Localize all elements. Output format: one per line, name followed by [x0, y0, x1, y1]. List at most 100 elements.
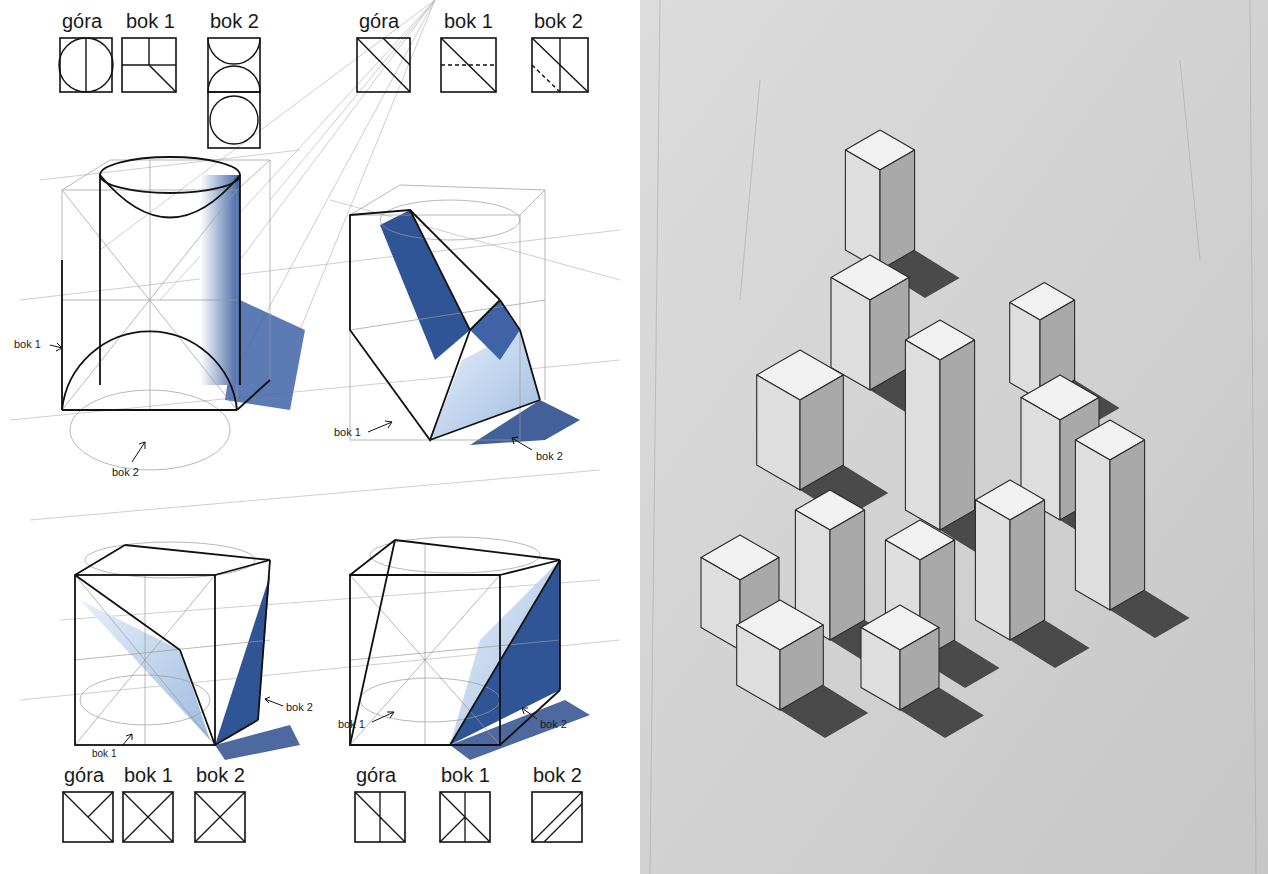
leader-arrow — [512, 437, 532, 450]
cylinder-figure — [237, 380, 270, 410]
cube-figure — [75, 542, 300, 760]
cylinder-figure — [62, 160, 110, 190]
block-side — [800, 375, 843, 490]
cylinder-figure — [61, 260, 63, 410]
wedge-figure — [350, 300, 545, 330]
view-line — [357, 38, 410, 92]
pencil-streak — [650, 0, 660, 874]
view-line — [59, 38, 588, 144]
view-line — [210, 96, 258, 144]
cylinder-figure — [62, 331, 237, 410]
view-title: bok 1 — [441, 764, 490, 786]
cylinder-figure — [62, 409, 237, 411]
cube-figure — [80, 675, 210, 725]
view-title: góra — [359, 10, 399, 32]
wedge-figure — [350, 185, 580, 445]
cylinder-figure — [99, 175, 101, 385]
view-line — [383, 38, 410, 65]
view-square — [122, 38, 176, 92]
cube-figure — [75, 575, 215, 745]
pencil-streak — [1250, 0, 1256, 874]
block-side — [1010, 500, 1045, 640]
side-callout: bok 2 — [112, 466, 139, 478]
wedge-figure — [520, 190, 545, 215]
view-line — [123, 792, 173, 842]
cylinder-figure — [62, 190, 237, 410]
wedge-figure — [545, 190, 546, 400]
view-title: bok 2 — [210, 10, 259, 32]
cube-figure — [75, 575, 215, 745]
right-sheet — [640, 0, 1268, 874]
side-callout: bok 1 — [338, 718, 365, 730]
view-square — [440, 792, 490, 842]
block-side — [1075, 440, 1110, 610]
cube-figure — [75, 575, 180, 650]
block-side — [830, 510, 865, 640]
cube-figure — [75, 542, 270, 745]
wedge-figure — [470, 300, 500, 330]
leader-arrow — [50, 343, 537, 746]
view-square — [123, 792, 173, 842]
view-square — [60, 38, 588, 148]
cube-figure — [350, 537, 590, 760]
cube-figure — [85, 542, 255, 578]
left-sheet — [0, 0, 634, 874]
block-side — [880, 150, 915, 270]
view-square — [63, 792, 582, 842]
view-line — [208, 38, 260, 64]
wedge-figure — [520, 330, 540, 400]
side-callout: bok 1 — [14, 338, 41, 350]
cube-figure — [500, 560, 560, 575]
leader-arrow — [122, 734, 132, 746]
view-line — [63, 792, 582, 842]
wedge-figure — [380, 210, 470, 360]
side-callout: bok 2 — [540, 718, 567, 730]
wedge-figure — [400, 185, 545, 190]
cylinder-figure — [70, 390, 230, 470]
cube-figure — [350, 537, 560, 745]
leader-arrow — [368, 421, 392, 432]
wedge-figure — [350, 210, 470, 440]
view-line — [149, 65, 176, 92]
view-line — [195, 792, 245, 842]
view-square — [355, 792, 405, 842]
cylinder-figure — [100, 157, 240, 193]
cube-figure — [360, 678, 500, 722]
view-square — [357, 38, 410, 92]
wedge-figure — [500, 300, 520, 330]
construction-line — [330, 200, 620, 280]
cube-figure — [350, 575, 500, 745]
leader-arrow — [372, 712, 394, 722]
view-line — [532, 792, 582, 842]
view-line — [208, 66, 260, 92]
block-side — [975, 500, 1010, 640]
cube-figure — [75, 545, 270, 745]
view-line — [559, 38, 560, 92]
cube-figure — [350, 540, 560, 745]
view-line — [59, 38, 86, 92]
wedge-figure — [350, 215, 520, 440]
wedge-figure — [350, 185, 545, 440]
cylinder-figure — [62, 160, 270, 470]
cube-figure — [215, 720, 258, 745]
cube-figure — [450, 560, 560, 745]
side-callout: bok 1 — [92, 748, 116, 759]
cube-figure — [350, 540, 395, 745]
cube-figure — [559, 560, 561, 690]
view-line — [355, 792, 405, 842]
side-callout: bok 1 — [334, 426, 361, 438]
view-square — [532, 38, 588, 92]
view-line — [63, 792, 113, 842]
leader-arrow — [522, 708, 537, 719]
cube-figure — [500, 690, 560, 745]
view-line — [85, 38, 86, 92]
cube-figure — [215, 560, 270, 575]
block-side — [1110, 440, 1145, 610]
cube-figure — [258, 560, 270, 720]
view-title: bok 1 — [126, 10, 175, 32]
view-title: góra — [62, 10, 102, 32]
construction-line — [270, 0, 435, 200]
construction-line — [20, 230, 620, 300]
side-callout: bok 2 — [286, 701, 313, 713]
view-square — [208, 92, 260, 148]
